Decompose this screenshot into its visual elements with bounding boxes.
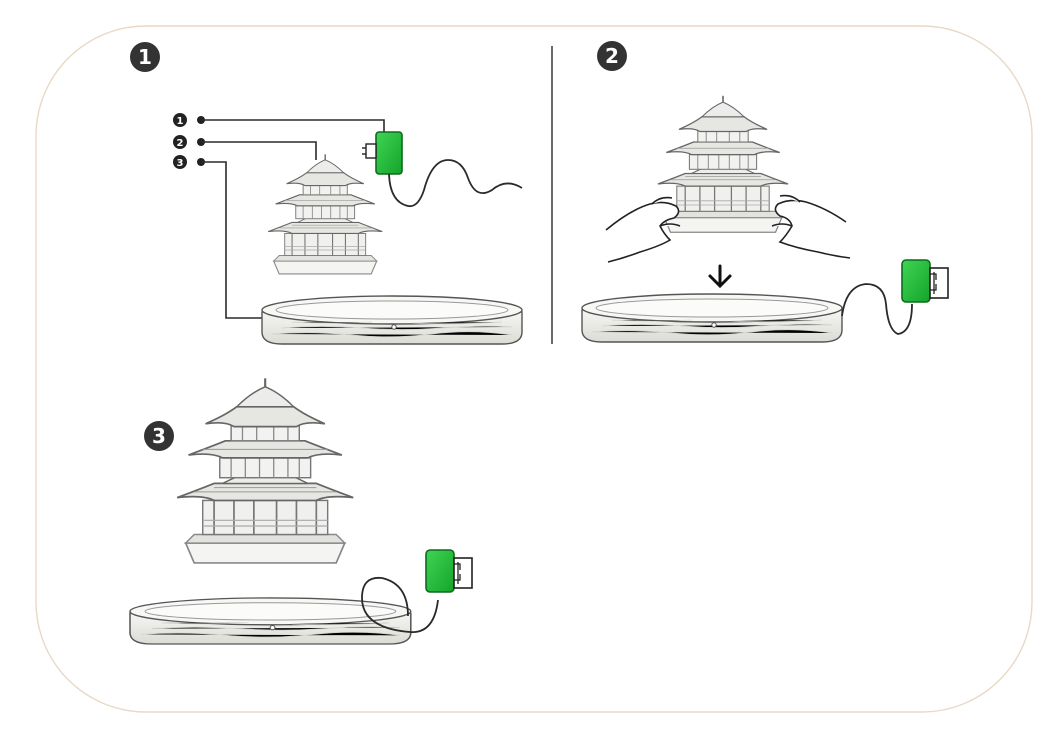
leader-line-1: [201, 119, 385, 134]
step-3-panel: 3: [129, 377, 473, 645]
levitation-base-icon: [261, 295, 523, 345]
leader-line-2: [201, 141, 317, 160]
step-number-1: 1: [138, 45, 152, 69]
hands-icon: [605, 194, 851, 263]
step-badge-3: [144, 421, 174, 451]
callout-number-3: 3: [177, 158, 184, 169]
callout-number-2: 2: [177, 138, 184, 149]
step-badge-2: [597, 41, 627, 71]
adapter-cable: [361, 576, 439, 633]
step-badge-1: [130, 42, 160, 72]
adapter-cable: [841, 283, 913, 335]
step-1-panel: 1 1 2 3: [130, 42, 523, 345]
leader-line-3: [201, 161, 262, 319]
callout-number-1: 1: [177, 116, 184, 127]
step-number-3: 3: [152, 424, 166, 448]
callout-1: 1: [173, 113, 205, 127]
levitation-base-icon: [129, 597, 412, 645]
step-number-2: 2: [605, 44, 619, 68]
step-2-panel: 2: [581, 41, 949, 343]
down-arrow-icon: [708, 264, 732, 289]
levitation-base-icon: [581, 293, 843, 343]
adapter-cable: [388, 159, 523, 208]
